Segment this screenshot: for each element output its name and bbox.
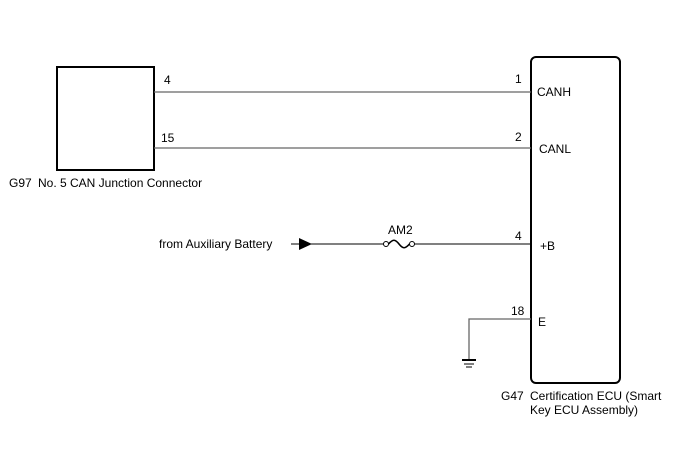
ecu-name-line1: Certification ECU (Smart [530,389,662,403]
ecu-pin-2: 2 [515,130,522,144]
ecu-pin-4: 4 [515,229,522,243]
fuse-icon [383,239,415,249]
ecu-signal-canl: CANL [539,142,571,156]
ecu-name-line2: Key ECU Assembly) [530,403,638,417]
power-source-label: from Auxiliary Battery [159,237,272,251]
ecu-signal-e: E [538,315,546,329]
ground-icon [462,359,476,368]
fuse-label: AM2 [388,223,413,237]
ecu-signal-b: +B [540,239,555,253]
ecu-pin-18: 18 [511,304,525,318]
arrow-right-icon [299,238,312,250]
left-pin-4: 4 [164,73,171,87]
ecu-code: G47 [501,389,524,403]
junction-connector-code: G97 [9,176,32,190]
ecu-signal-canh: CANH [537,85,571,99]
ecu-pin-1: 1 [515,72,522,86]
junction-connector-name: No. 5 CAN Junction Connector [38,176,202,190]
wire-ground [468,318,531,359]
left-pin-15: 15 [161,131,175,145]
ecu-box [530,56,621,384]
junction-connector-box [56,66,155,171]
